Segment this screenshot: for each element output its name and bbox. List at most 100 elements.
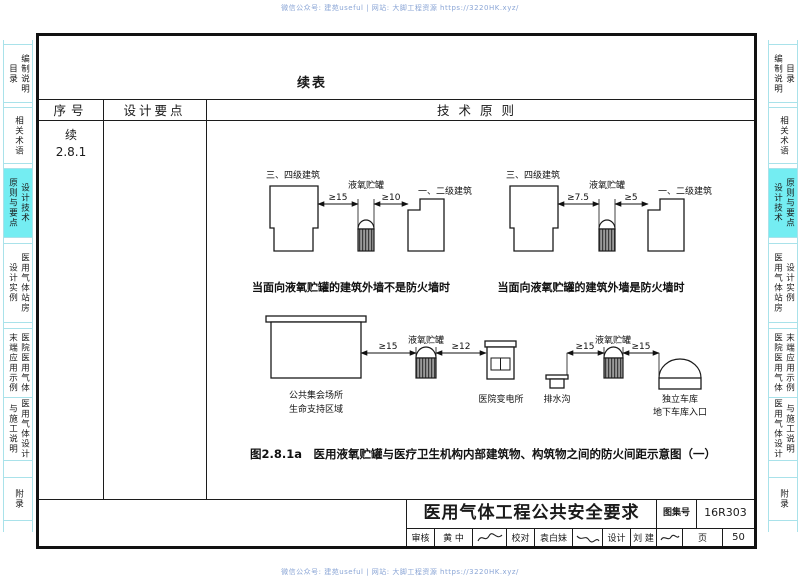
fig1-dim-right: ≥10	[382, 193, 401, 203]
sidebar-left: 目录 编制说明 相关术语 原则与要点 设计技术 设计实例 医用气体站房 末端应用…	[3, 40, 33, 532]
tab-label: 末端应用示例	[784, 333, 795, 393]
sidebar-tab-compilation-notes: 编制说明 目录	[769, 44, 797, 103]
tab-label: 末端应用示例	[7, 333, 18, 393]
garage-label-2: 地下车库入口	[653, 406, 707, 418]
fig1-caption: 当面向液氧贮罐的建筑外墙不是防火墙时	[252, 280, 450, 294]
fig1-building34-label: 三、四级建筑	[266, 169, 320, 181]
lox-tank-dome-icon	[598, 219, 616, 230]
table-header-top-line	[39, 99, 754, 100]
tab-label: 设计技术	[19, 183, 30, 223]
fig1-tank-label: 液氧贮罐	[348, 179, 384, 191]
audit-name: 黄 中	[435, 529, 473, 546]
check-label: 校对	[507, 529, 535, 546]
signature-scribble	[660, 534, 679, 540]
page-label: 页	[683, 529, 723, 546]
lox-tank-icon	[598, 228, 616, 252]
lox-tank-icon	[603, 357, 624, 379]
tab-label: 医用气体站房	[772, 253, 783, 313]
fig2-building12-label: 一、二级建筑	[658, 185, 712, 197]
tab-label: 相关术语	[778, 115, 789, 156]
sidebar-tab-appendix: 附录	[4, 477, 32, 521]
lox-tank-icon	[415, 357, 437, 379]
tab-label: 原则与要点	[7, 178, 18, 228]
tab-label: 原则与要点	[784, 178, 795, 228]
tab-label: 编制说明	[772, 53, 783, 94]
drawing-frame: 续表 序号 设计要点 技术原则 续 2.8.1	[36, 33, 757, 549]
title-block-signature-row: 审核 黄 中 校对 袁白妹 设计 刘 建	[407, 529, 754, 546]
table-bottom-line	[39, 499, 754, 500]
ditch-label: 排水沟	[543, 393, 570, 405]
atlas-number: 16R303	[704, 506, 747, 519]
title-block-top-row: 医用气体工程公共安全要求 图集号 16R303	[407, 499, 754, 529]
row-seq-continued: 续	[64, 128, 77, 142]
audit-label: 审核	[407, 529, 435, 546]
tab-label: 设计技术	[772, 183, 783, 223]
tab-label: 附录	[13, 489, 24, 509]
fig2-caption: 当面向液氧贮罐的建筑外墙是防火墙时	[498, 280, 685, 294]
tab-label: 目录	[7, 63, 18, 84]
ditch-outline	[549, 378, 565, 389]
tab-label: 设计实例	[784, 263, 795, 303]
fig2-dim-left: ≥7.5	[567, 193, 589, 203]
fig3-dim3: ≥15	[576, 342, 595, 352]
fig3-dim4: ≥15	[632, 342, 651, 352]
garage-dome-icon	[658, 358, 702, 379]
sidebar-tab-terminal-examples: 末端应用示例 医院医用气体	[4, 328, 32, 398]
tab-label: 相关术语	[13, 115, 24, 156]
lox-tank-dome-icon	[415, 346, 437, 359]
fig2-tank-label: 液氧贮罐	[589, 179, 625, 191]
fig1-dim-left: ≥15	[329, 193, 348, 203]
assembly-label-2: 生命支持区域	[289, 403, 343, 415]
fig3-internal-structures: 公共集会场所 生命支持区域 ≥15 液氧贮罐 ≥12 医院变电所 排水沟	[265, 315, 707, 418]
watermark-top: 微信公众号: 建苑useful | 网站: 大脚工程资源 https://322…	[281, 4, 519, 12]
tab-label: 与施工说明	[7, 404, 18, 454]
lox-tank-dome-icon	[357, 219, 375, 230]
sidebar-tab-station-examples: 设计实例 医用气体站房	[4, 243, 32, 323]
tab-label: 医院医用气体	[772, 333, 783, 393]
sidebar-tab-design-construction: 医用气体设计 与施工说明	[769, 397, 797, 461]
substation-roof-slab	[484, 340, 517, 348]
signature-scribble	[477, 532, 502, 541]
figure-caption: 图2.8.1a 医用液氧贮罐与医疗卫生机构内部建筑物、构筑物之间的防火间距示意图…	[250, 447, 716, 461]
sidebar-tab-terminal-examples: 医院医用气体 末端应用示例	[769, 328, 797, 398]
watermark-bottom: 微信公众号: 建苑useful | 网站: 大脚工程资源 https://322…	[281, 568, 519, 576]
lox-tank-dome-icon	[603, 346, 624, 359]
fig1-not-firewall: 三、四级建筑 ≥15 液氧贮罐 ≥10 一、二级建筑 当面向液氧贮罐的建筑外墙不…	[252, 169, 472, 294]
audit-signature	[473, 529, 507, 546]
signature-scribble	[576, 535, 599, 543]
sidebar-tab-related-terms: 相关术语	[4, 107, 32, 164]
sidebar-tab-station-examples: 医用气体站房 设计实例	[769, 243, 797, 323]
assembly-building-outline	[270, 321, 362, 379]
check-signature	[573, 529, 603, 546]
assembly-roof-slab	[265, 315, 367, 323]
page-number: 50	[732, 532, 745, 543]
row-seq-number: 2.8.1	[55, 145, 87, 159]
fig3-tank1-label: 液氧贮罐	[408, 334, 444, 346]
lox-tank-icon	[357, 228, 375, 252]
fire-separation-diagrams: 三、四级建筑 ≥15 液氧贮罐 ≥10 一、二级建筑 当面向液氧贮罐的建筑外墙不…	[250, 169, 716, 461]
fig2-dim-right: ≥5	[624, 193, 637, 203]
fig2-building12-outline	[647, 198, 685, 252]
substation-label: 医院变电所	[478, 393, 523, 405]
fig1-building12-outline	[407, 198, 445, 252]
garage-base-outline	[658, 377, 702, 390]
header-technical-principle: 技术原则	[436, 103, 523, 118]
sheet-title: 医用气体工程公共安全要求	[407, 499, 657, 528]
table-header-bottom-line	[39, 120, 754, 121]
tab-label: 编制说明	[19, 53, 30, 94]
fig1-building12-label: 一、二级建筑	[418, 185, 472, 197]
title-block: 医用气体工程公共安全要求 图集号 16R303 审核 黄 中 校对 袁白妹	[406, 499, 754, 546]
fig1-building34-outline	[269, 185, 319, 252]
header-design-points: 设计要点	[123, 103, 186, 118]
column-divider-1	[103, 99, 104, 499]
tab-label: 目录	[784, 63, 795, 84]
garage-label-1: 独立车库	[662, 393, 698, 405]
tab-label: 医院医用气体	[19, 333, 30, 393]
row-sequence: 续 2.8.1	[39, 127, 103, 161]
fig3-tank2-label: 液氧贮罐	[595, 334, 631, 346]
fig2-building34-label: 三、四级建筑	[506, 169, 560, 181]
sidebar-right: 编制说明 目录 相关术语 设计技术 原则与要点 医用气体站房 设计实例 医院医用…	[768, 40, 798, 532]
sidebar-tab-related-terms: 相关术语	[769, 107, 797, 164]
design-signature	[657, 529, 683, 546]
column-divider-2	[206, 99, 207, 499]
